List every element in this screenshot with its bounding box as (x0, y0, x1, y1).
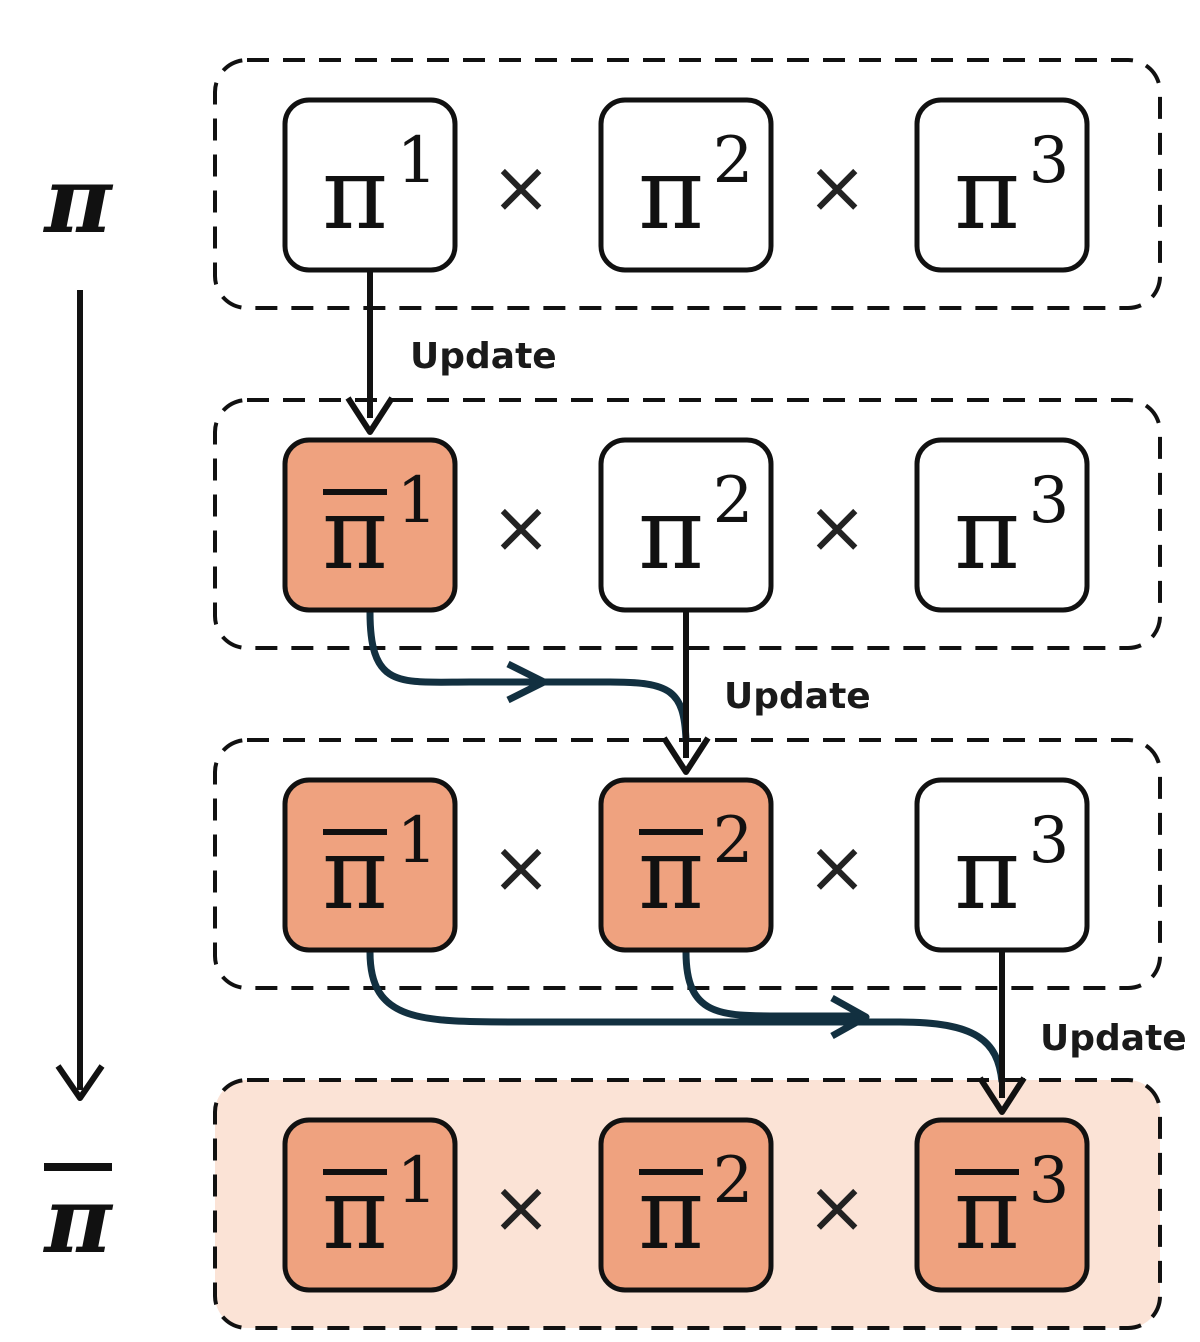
policy-superscript: 3 (1029, 804, 1070, 878)
multiply-operator-r1-1: × (807, 485, 867, 569)
progress-arrowhead (55, 1064, 105, 1101)
multiply-operator-r3-1: × (807, 1165, 867, 1249)
policy-superscript: 3 (1029, 124, 1070, 198)
svg-text:π: π (42, 1166, 113, 1274)
policy-superscript: 3 (1029, 1144, 1070, 1218)
policy-superscript: 1 (397, 464, 438, 538)
policy-symbol: π (954, 815, 1020, 932)
multiply-operator-r1-0: × (491, 485, 551, 569)
update-arrow-2: Update (661, 610, 871, 775)
multiply-operator-r2-0: × (491, 825, 551, 909)
svg-text:Update: Update (1040, 1018, 1187, 1059)
policy-superscript: 3 (1029, 464, 1070, 538)
update-arrow-1: Update (345, 270, 557, 435)
policy-symbol: π (954, 135, 1020, 252)
policy-symbol: π (638, 475, 704, 592)
svg-text:Update: Update (724, 676, 871, 717)
policy-superscript: 1 (397, 124, 438, 198)
policy-symbol: π (954, 475, 1020, 592)
policy-symbol: π (322, 135, 388, 252)
policy-superscript: 1 (397, 1144, 438, 1218)
flow-arrow-1-to-3 (366, 951, 1006, 1083)
flow-arrow-2-to-3 (682, 951, 870, 1040)
svg-text:Update: Update (410, 336, 557, 377)
policy-superscript: 2 (713, 464, 754, 538)
multiply-operator-r0-0: × (491, 145, 551, 229)
multiply-operator-r0-1: × (807, 145, 867, 229)
start-policy-label: π (42, 146, 113, 254)
multiply-operator-r3-0: × (491, 1165, 551, 1249)
flow-arrow-1-to-2 (366, 611, 690, 741)
row-container-0 (213, 58, 1162, 310)
multiply-operator-r2-1: × (807, 825, 867, 909)
update-arrow-3: Update (977, 950, 1187, 1115)
policy-symbol: π (638, 135, 704, 252)
policy-superscript: 2 (713, 804, 754, 878)
policy-superscript: 2 (713, 1144, 754, 1218)
end-policy-label: π (42, 1163, 113, 1274)
policy-superscript: 2 (713, 124, 754, 198)
policy-superscript: 1 (397, 804, 438, 878)
